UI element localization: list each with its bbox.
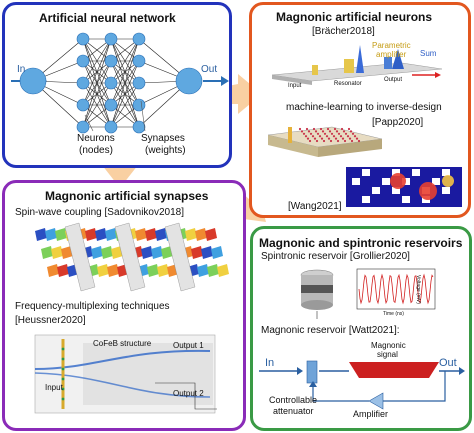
neuron-node [104, 32, 118, 46]
neuron-node [76, 32, 90, 46]
ann-network-diagram [11, 32, 229, 134]
neurons-title: Magnonic artificial neurons [276, 10, 433, 24]
reservoirs-magnonic-signal-2: signal [377, 350, 398, 359]
ann-in-label: In [17, 64, 26, 75]
synapses-output1-label: Output 1 [173, 341, 204, 350]
synapses-sw-coupling: Spin-wave coupling [Sadovnikov2018] [15, 207, 184, 218]
synapses-panel: Magnonic artificial synapses Spin-wave c… [2, 180, 246, 431]
reservoirs-attenuator-2: attenuator [273, 406, 314, 416]
neuron-node [76, 76, 90, 90]
ann-weights-label: (weights) [145, 145, 186, 156]
synapses-freq-mux: Frequency-multiplexing techniques [15, 301, 170, 312]
neurons-param-amp-2: amplifier [376, 50, 407, 59]
neurons-ref-wang: [Wang2021] [288, 201, 342, 212]
neuron-node [175, 67, 203, 95]
neuron-node [76, 120, 90, 134]
neurons-sum-label: Sum [420, 49, 437, 58]
neuron-node [76, 98, 90, 112]
neuron-node [132, 120, 146, 134]
reservoirs-spintronic-ref: Spintronic reservoir [Grollier2020] [261, 251, 410, 262]
ann-out-label: Out [201, 64, 218, 75]
neurons-ref-papp: [Papp2020] [372, 117, 424, 128]
neuron-node [104, 76, 118, 90]
neurons-output-label: Output [384, 77, 403, 83]
reservoirs-magnonic-ref: Magnonic reservoir [Watt2021]: [261, 325, 400, 336]
synapses-cofeb-label: CoFeB structure [93, 339, 152, 348]
reservoirs-attenuator-1: Controllable [269, 395, 318, 405]
reservoirs-magnonic-signal-1: Magnonic [371, 341, 406, 350]
reservoirs-out-label: Out [439, 357, 457, 369]
reservoirs-voltage-label: Voltage (mV) [415, 275, 421, 304]
neurons-ref-bracher: [Brächer2018] [312, 26, 375, 37]
neuron-node [104, 98, 118, 112]
synapses-heussner-ref: [Heussner2020] [15, 315, 86, 326]
neurons-panel: Magnonic artificial neurons [Brächer2018… [249, 2, 471, 218]
reservoirs-time-label: Time (ns) [383, 311, 404, 317]
neurons-resonator-label: Resonator [334, 81, 362, 87]
neuron-node [132, 32, 146, 46]
neurons-input-label: Input [288, 83, 302, 89]
reservoirs-in-label: In [265, 357, 275, 369]
reservoirs-panel: Magnonic and spintronic reservoirs Spint… [250, 226, 472, 431]
synapses-waveguide-sketch [34, 222, 229, 414]
synapses-output2-label: Output 2 [173, 389, 204, 398]
neuron-node [132, 76, 146, 90]
ann-nodes-label: (nodes) [79, 145, 113, 156]
neurons-ml-text: machine-learning to inverse-design [286, 102, 442, 113]
reservoirs-amplifier: Amplifier [353, 409, 389, 419]
synapses-title: Magnonic artificial synapses [45, 189, 209, 203]
ann-synapses-label: Synapses [141, 133, 185, 144]
neuron-node [132, 54, 146, 68]
neurons-param-amp-1: Parametric [372, 41, 411, 50]
neuron-node [104, 54, 118, 68]
neuron-node [104, 120, 118, 134]
reservoirs-diagrams [259, 268, 465, 410]
ann-title: Artificial neural network [39, 11, 176, 25]
neuron-node [76, 54, 90, 68]
synapses-input-label: Input [45, 383, 63, 392]
neurons-device-sketch [267, 45, 462, 207]
neuron-node [132, 98, 146, 112]
reservoirs-title: Magnonic and spintronic reservoirs [259, 236, 463, 250]
neuron-node [19, 67, 47, 95]
ann-panel: Artificial neural network In Out Neurons… [2, 2, 232, 168]
ann-neurons-label: Neurons [77, 133, 115, 144]
